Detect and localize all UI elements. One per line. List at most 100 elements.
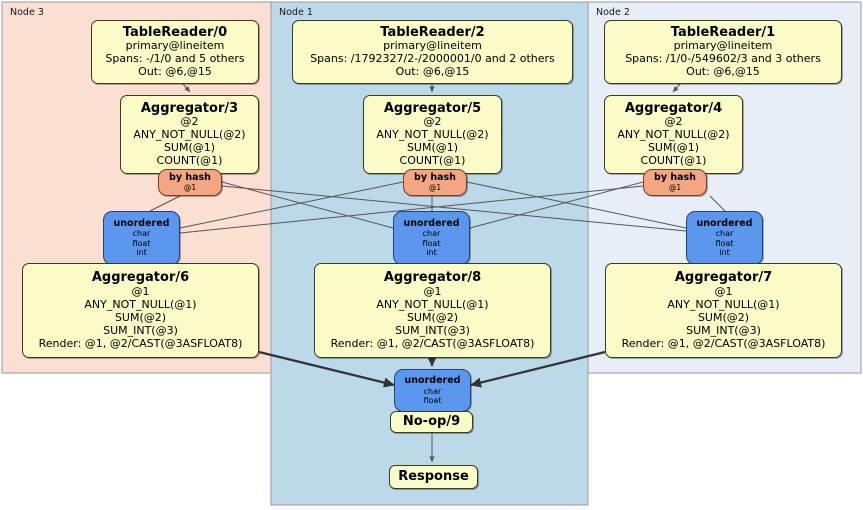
node-line: Render: @1, @2/CAST(@3ASFLOAT8) xyxy=(330,336,535,350)
node-line: float xyxy=(423,396,442,406)
node-title: by hash xyxy=(414,172,456,184)
node-byhash5[interactable]: by hash@1 xyxy=(403,169,467,196)
node-line: @1 xyxy=(183,182,197,192)
node-line: Spans: -/1/0 and 5 others xyxy=(105,52,245,66)
edge-byhash4-to-unordered7 xyxy=(709,195,726,212)
node-line: ANY_NOT_NULL(@2) xyxy=(133,128,246,142)
node-line: @1 xyxy=(423,284,442,298)
node-title: TableReader/2 xyxy=(380,24,485,40)
node-title: TableReader/0 xyxy=(122,24,228,40)
node-line: SUM(@1) xyxy=(163,141,216,155)
cluster-label-node3: Node 3 xyxy=(10,7,44,18)
node-line: float xyxy=(132,238,151,248)
node-line: char xyxy=(423,386,442,396)
node-line: @2 xyxy=(664,115,683,129)
node-line: char xyxy=(422,229,441,239)
node-line: @2 xyxy=(423,115,442,129)
edge-aggregator7-to-unordered-final xyxy=(470,350,606,388)
node-line: Out: @6,@15 xyxy=(686,65,760,79)
node-line: COUNT(@1) xyxy=(640,154,707,168)
edge-byhash5-to-unordered7 xyxy=(466,181,687,229)
edge-aggregator6-to-unordered-final xyxy=(258,350,395,388)
node-line: SUM(@1) xyxy=(406,141,459,155)
node-title: by hash xyxy=(169,172,211,184)
node-line: COUNT(@1) xyxy=(399,154,466,168)
edge-tablereader0-to-aggregator3 xyxy=(182,83,191,93)
node-line: SUM(@2) xyxy=(114,310,167,324)
node-title: Response xyxy=(398,469,469,485)
node-line: COUNT(@1) xyxy=(156,154,223,168)
edge-byhash3-to-unordered6 xyxy=(149,195,181,212)
node-line: Render: @1, @2/CAST(@3ASFLOAT8) xyxy=(38,336,243,350)
node-line: ANY_NOT_NULL(@1) xyxy=(84,297,197,311)
edge-byhash3-to-unordered7 xyxy=(221,185,687,232)
node-line: primary@lineitem xyxy=(673,39,773,53)
cluster-label-node1: Node 1 xyxy=(279,7,313,18)
edge-byhash4-to-unordered6 xyxy=(179,185,644,234)
node-line: float xyxy=(715,238,734,248)
node-title: unordered xyxy=(403,218,460,230)
node-line: float xyxy=(422,238,441,248)
node-title: unordered xyxy=(113,218,170,230)
edge-byhash4-to-unordered8 xyxy=(469,181,644,229)
node-line: Render: @1, @2/CAST(@3ASFLOAT8) xyxy=(621,336,826,350)
node-line: int xyxy=(136,248,147,258)
node-line: primary@lineitem xyxy=(383,39,482,53)
node-line: Out: @6,@15 xyxy=(138,65,212,79)
node-noop9[interactable]: No-op/9 xyxy=(390,411,473,433)
node-line: @1 xyxy=(714,284,733,298)
node-title: TableReader/1 xyxy=(670,24,776,40)
node-title: Aggregator/6 xyxy=(91,270,190,286)
node-line: SUM_INT(@3) xyxy=(395,323,470,337)
node-line: @2 xyxy=(180,115,199,129)
node-line: @1 xyxy=(131,284,150,298)
node-line: SUM_INT(@3) xyxy=(103,323,178,337)
node-line: @1 xyxy=(668,182,682,192)
node-title: No-op/9 xyxy=(402,414,461,430)
node-line: SUM(@2) xyxy=(697,310,750,324)
edge-byhash5-to-unordered6 xyxy=(179,181,404,229)
node-line: int xyxy=(426,248,437,258)
node-byhash3[interactable]: by hash@1 xyxy=(158,169,222,196)
node-title: Aggregator/7 xyxy=(674,270,773,286)
node-line: SUM_INT(@3) xyxy=(686,323,761,337)
node-line: @1 xyxy=(428,182,442,192)
node-byhash4[interactable]: by hash@1 xyxy=(643,169,707,196)
node-title: Aggregator/8 xyxy=(383,270,482,286)
node-line: Out: @6,@15 xyxy=(395,65,470,79)
node-response[interactable]: Response xyxy=(389,465,478,489)
node-line: ANY_NOT_NULL(@1) xyxy=(667,297,780,311)
node-line: ANY_NOT_NULL(@2) xyxy=(376,128,489,142)
node-line: SUM(@1) xyxy=(647,141,700,155)
node-line: ANY_NOT_NULL(@1) xyxy=(376,297,489,311)
node-line: Spans: /1792327/2-/2000001/0 and 2 other… xyxy=(310,52,555,66)
node-title: Aggregator/3 xyxy=(140,100,239,116)
cluster-label-node2: Node 2 xyxy=(596,7,630,18)
node-title: unordered xyxy=(696,218,753,230)
node-line: char xyxy=(715,229,734,239)
node-line: primary@lineitem xyxy=(125,39,225,53)
node-title: unordered xyxy=(404,375,461,387)
node-line: Spans: /1/0-/549602/3 and 3 others xyxy=(625,52,821,66)
node-title: Aggregator/4 xyxy=(624,100,723,116)
node-line: SUM(@2) xyxy=(406,310,459,324)
node-line: ANY_NOT_NULL(@2) xyxy=(617,128,730,142)
edge-byhash3-to-unordered8 xyxy=(221,181,394,229)
node-line: int xyxy=(719,248,730,258)
node-title: Aggregator/5 xyxy=(383,100,482,116)
